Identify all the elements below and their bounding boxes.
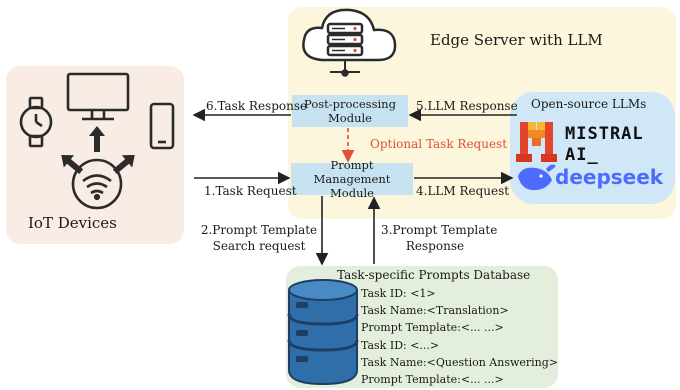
cloud-server-icon bbox=[302, 8, 397, 77]
db-task-id-2: Task ID: <...> bbox=[361, 339, 440, 352]
db-prompt-template-1: Prompt Template:<... ...> bbox=[361, 321, 504, 334]
mistral-logo-line1: MISTRAL bbox=[565, 124, 644, 144]
post-processing-module: Post-processing Module bbox=[292, 95, 408, 127]
task-request-label: 1.Task Request bbox=[204, 184, 297, 198]
llm-request-label: 4.LLM Request bbox=[416, 184, 510, 198]
open-source-llms-title: Open-source LLMs bbox=[531, 97, 647, 111]
optional-task-request-label: Optional Task Request bbox=[370, 137, 508, 151]
monitor-icon bbox=[66, 72, 130, 121]
db-task-name-1: Task Name:<Translation> bbox=[361, 304, 509, 317]
iot-devices-panel bbox=[6, 66, 184, 244]
deepseek-logo-text: deepseek bbox=[555, 165, 664, 189]
prompt-management-module-label: Prompt Management Module bbox=[313, 158, 391, 200]
task-response-label: 6.Task Response bbox=[206, 99, 308, 113]
db-task-name-2: Task Name:<Question Answering> bbox=[361, 356, 559, 369]
smartwatch-icon bbox=[19, 96, 53, 148]
wifi-hub-icon bbox=[71, 158, 123, 210]
database-icon bbox=[287, 279, 359, 386]
edge-server-title: Edge Server with LLM bbox=[430, 31, 603, 49]
post-processing-module-label: Post-processing Module bbox=[304, 97, 396, 125]
iot-devices-title: IoT Devices bbox=[28, 214, 117, 232]
device-arrows bbox=[61, 126, 135, 175]
deepseek-whale-icon bbox=[518, 164, 556, 191]
prompt-search-label-line1: 2.Prompt Template bbox=[200, 223, 318, 237]
database-title: Task-specific Prompts Database bbox=[337, 268, 531, 282]
prompt-search-label-line2: Search request bbox=[212, 239, 306, 253]
prompt-response-label-line2: Response bbox=[405, 239, 465, 253]
mistral-logo-icon bbox=[516, 122, 557, 162]
llm-response-label: 5.LLM Response bbox=[416, 99, 518, 113]
prompt-management-module: Prompt Management Module bbox=[291, 158, 413, 200]
prompt-response-label-line1: 3.Prompt Template bbox=[381, 223, 498, 237]
db-task-id-1: Task ID: <1> bbox=[361, 287, 436, 300]
mistral-logo-line2: AI_ bbox=[565, 145, 599, 165]
db-prompt-template-2: Prompt Template:<... ...> bbox=[361, 373, 504, 386]
smartphone-icon bbox=[149, 102, 175, 150]
